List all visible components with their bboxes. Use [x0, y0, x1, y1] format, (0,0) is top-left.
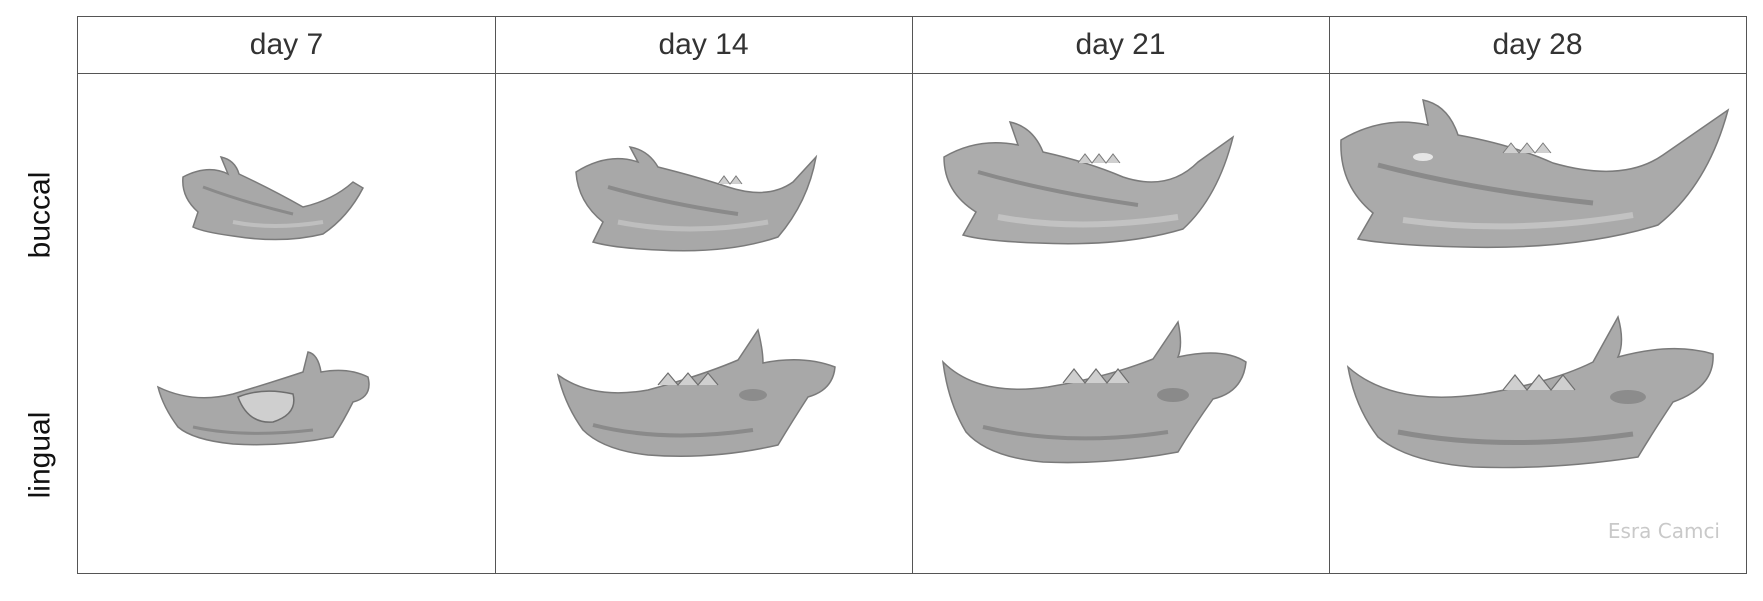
column-header-day-21: day 21	[1075, 28, 1166, 61]
specimen-grid: day 7 day 14 day 21 day 28	[77, 16, 1747, 574]
column-header-day-28: day 28	[1492, 28, 1583, 61]
mandible-buccal-day-21	[938, 117, 1238, 262]
mandible-buccal-day-7	[173, 152, 373, 252]
watermark-credit: Esra Camci	[1607, 519, 1720, 543]
column-divider	[495, 17, 496, 573]
column-divider	[912, 17, 913, 573]
row-label-lingual: lingual	[14, 330, 66, 580]
row-label-text: lingual	[23, 411, 57, 499]
column-header-day-14: day 14	[658, 28, 749, 61]
mandible-buccal-day-28	[1333, 95, 1733, 265]
column-divider	[1329, 17, 1330, 573]
mandible-lingual-day-28	[1343, 312, 1718, 472]
mandible-lingual-day-21	[938, 317, 1248, 467]
mandible-lingual-day-7	[153, 342, 378, 452]
mandible-lingual-day-14	[553, 325, 838, 465]
row-label-text: buccal	[23, 171, 56, 259]
mandible-buccal-day-14	[568, 142, 823, 262]
row-label-buccal: buccal	[14, 90, 66, 340]
column-header-day-7: day 7	[249, 28, 324, 61]
